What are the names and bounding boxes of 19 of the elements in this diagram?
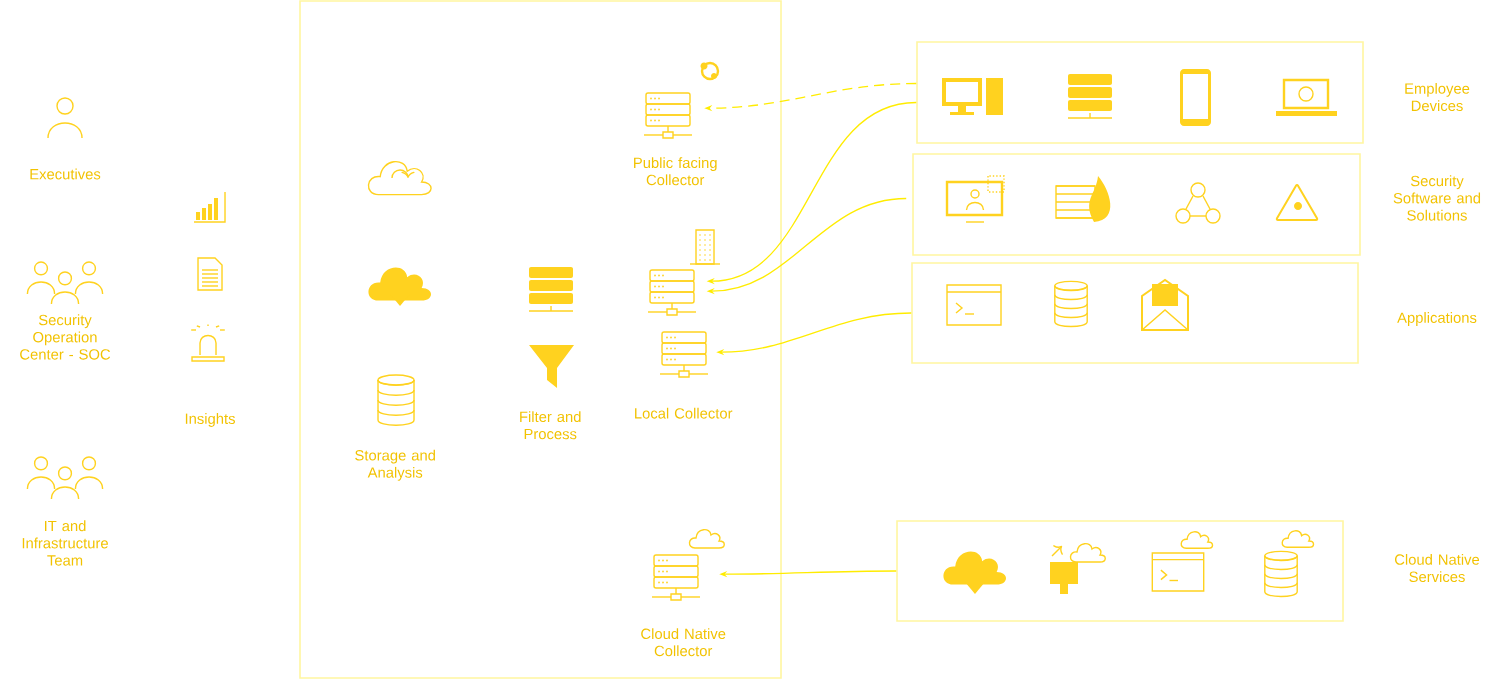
node-label: Applications xyxy=(1397,312,1477,326)
node-label: Cloud Native Services xyxy=(1394,553,1480,583)
source-group-box: Employee Devices xyxy=(916,41,1470,144)
node-label: Security Software and Solutions xyxy=(1393,175,1481,221)
stage-label: Filter and Process xyxy=(520,411,581,440)
source-group-box: Security Software and Solutions xyxy=(912,153,1481,256)
server-icon xyxy=(647,269,697,316)
stage-label: Storage and Analysis xyxy=(355,449,435,481)
role-label: IT and Infrastructure Team xyxy=(22,520,108,566)
platform-frame xyxy=(299,0,782,679)
role-label: Security Operation Center - SOC xyxy=(20,314,111,360)
role-label: Executives xyxy=(30,168,101,180)
node-label: Employee Devices xyxy=(1405,82,1470,112)
collector-label: Cloud Native Collector xyxy=(641,628,726,657)
source-group-box: Cloud Native Services xyxy=(896,520,1480,622)
collector-label: Public facing Collector xyxy=(634,157,717,186)
source-group-box: Applications xyxy=(911,262,1477,364)
insights-label: Insights xyxy=(185,413,235,427)
collector-label: Local Collector xyxy=(635,407,733,419)
